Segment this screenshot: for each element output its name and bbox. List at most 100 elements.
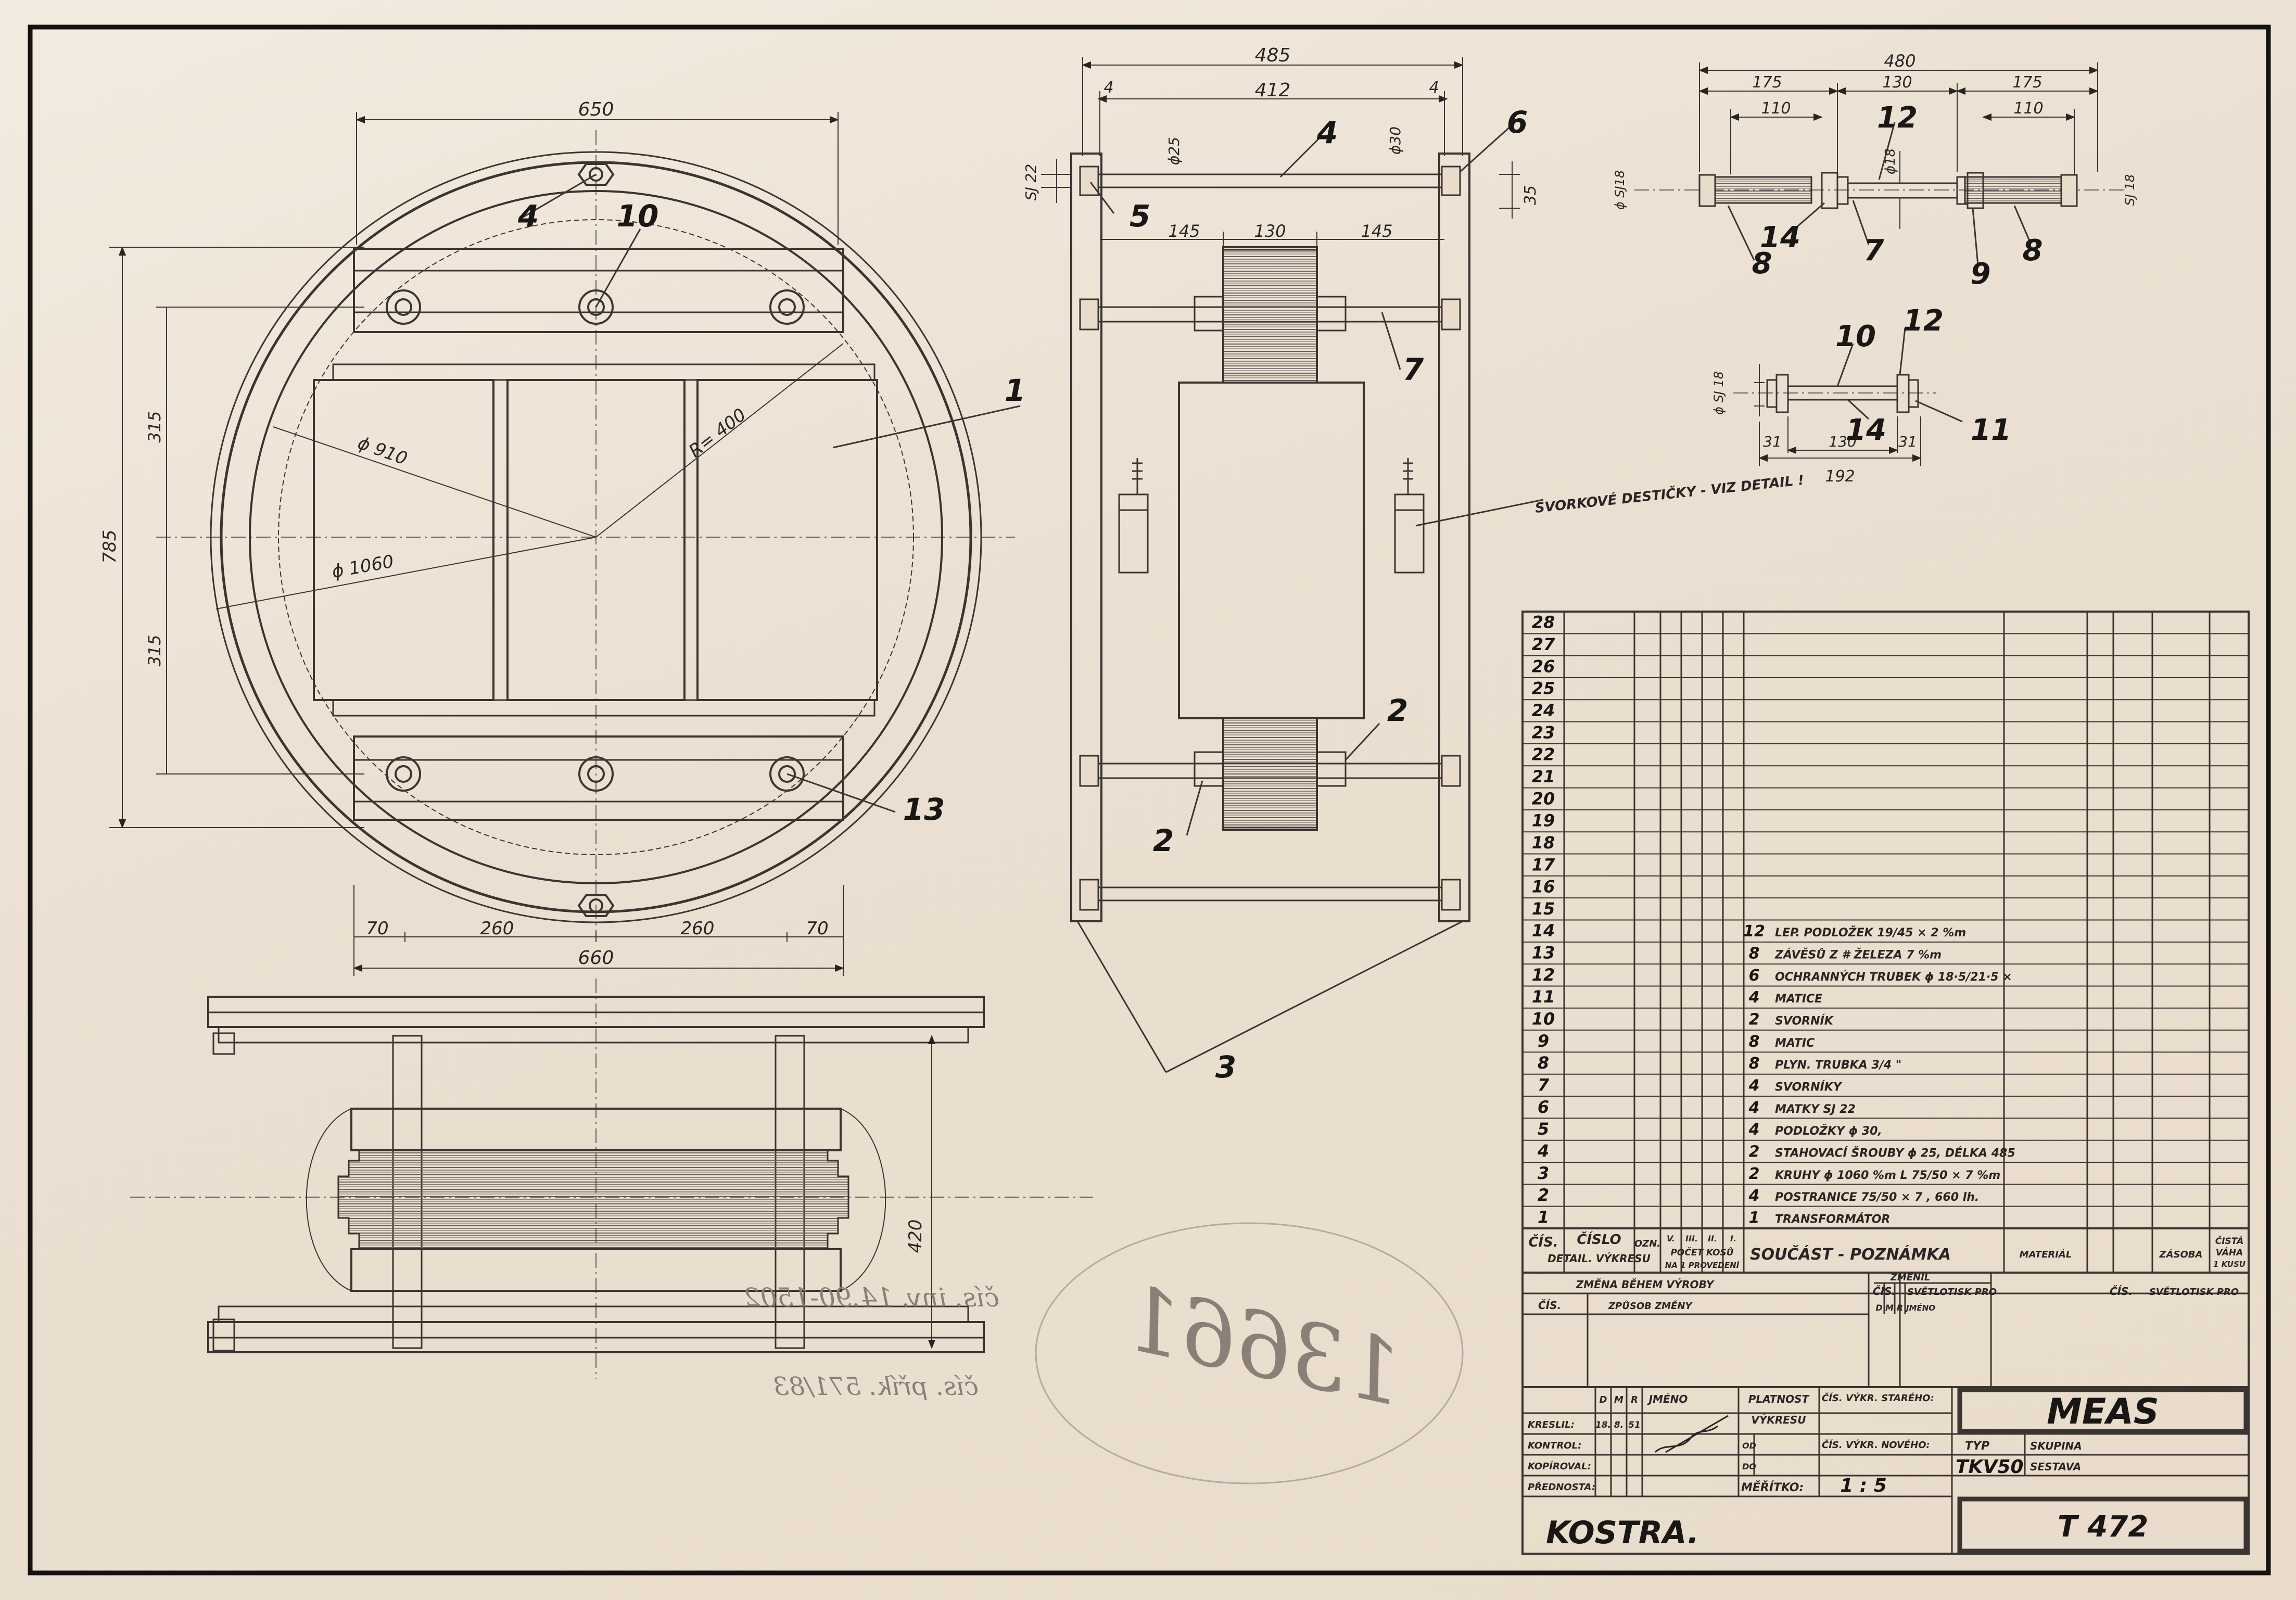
- bom-row-number: 17: [1532, 855, 1555, 874]
- dim-315-top: 315: [145, 411, 164, 442]
- hdr-zasoba: ZÁSOBA: [2159, 1249, 2203, 1260]
- bom-row-number: 25: [1532, 679, 1555, 699]
- hdr-v: V.: [1667, 1234, 1675, 1243]
- bom-row-text: POSTRANICE 75/50 × 7 , 660 lh.: [1775, 1191, 1979, 1204]
- bom-row-text: ZÁVĚSŮ Z # ŽELEZA 7 %m: [1774, 948, 1942, 962]
- dim-485: 485: [1255, 45, 1291, 66]
- border-frame: [28, 24, 2271, 1576]
- dim-110-left: 110: [1761, 99, 1791, 118]
- dim-650: 650: [578, 99, 614, 120]
- callout-1: 1: [1005, 373, 1025, 408]
- bom-row-number: 9: [1538, 1031, 1549, 1051]
- hdr-cis: ČÍS.: [1528, 1234, 1558, 1250]
- hdr-detail: DETAIL. VÝKRESU: [1547, 1252, 1651, 1265]
- tb-cis2: ČÍS.: [2110, 1285, 2133, 1298]
- bom-row-text: MATIC: [1775, 1037, 1815, 1050]
- dim-412: 412: [1255, 80, 1291, 101]
- tb-kreslil-m: 8.: [1614, 1420, 1623, 1430]
- bom-row-number: 11: [1532, 987, 1555, 1007]
- hdr-pocet: POČET KOSŮ: [1670, 1247, 1733, 1258]
- bom-row-qty: 4: [1748, 1187, 1760, 1205]
- tb-do: DO: [1742, 1462, 1756, 1471]
- tb-kreslil-d: 18.: [1595, 1420, 1611, 1430]
- bom-row-text: MATKY SJ 22: [1775, 1103, 1856, 1116]
- bom-row-lines: [1523, 633, 2249, 1229]
- bom-row-qty: 4: [1748, 1121, 1760, 1139]
- tb-prednosta: PŘEDNOSTA:: [1528, 1481, 1595, 1493]
- detail-a-rod: [1634, 62, 2124, 266]
- dim-420: 420: [905, 1220, 926, 1253]
- tb-r-1: R: [1897, 1303, 1903, 1313]
- callout-6: 6: [1507, 105, 1528, 140]
- dim-70-right: 70: [806, 918, 828, 939]
- bom-row-number: 6: [1538, 1097, 1549, 1117]
- dim-31-right: 31: [1898, 433, 1917, 450]
- tb-sestava: SESTAVA: [2030, 1461, 2081, 1473]
- callout-14-a: 14: [1760, 221, 1800, 255]
- callout-4-top: 4: [517, 198, 539, 234]
- dim-260-left: 260: [480, 918, 514, 939]
- hdr-soucast: SOUČÁST - POZNÁMKA: [1750, 1245, 1951, 1264]
- callout-10-top: 10: [617, 198, 659, 234]
- tb-vykresu: VÝKRESU: [1751, 1414, 1806, 1426]
- hdr-iii: III.: [1685, 1234, 1698, 1243]
- bom-row-number: 10: [1532, 1009, 1555, 1029]
- bom-row-qty: 4: [1748, 1076, 1760, 1095]
- bom-row-qty: 4: [1748, 988, 1760, 1007]
- tb-jmeno-1: JMÉNO: [1905, 1303, 1935, 1313]
- dim-192: 192: [1825, 467, 1855, 486]
- tb-drawing-no: T 472: [2058, 1510, 2149, 1544]
- bom-row-number: 2: [1538, 1185, 1549, 1205]
- hdr-cista: ČISTÁ: [2215, 1235, 2243, 1247]
- dim-4-left: 4: [1103, 79, 1113, 97]
- hdr-ozn: OZN.: [1634, 1238, 1660, 1249]
- bom-row-number: 20: [1532, 789, 1555, 808]
- bom-row-text: PODLOŽKY ϕ 30,: [1775, 1124, 1882, 1138]
- bom-row-number: 4: [1537, 1141, 1549, 1161]
- tb-title: KOSTRA.: [1546, 1515, 1699, 1551]
- stamp-number: 13661: [1115, 1267, 1412, 1426]
- top-view: [109, 112, 1021, 976]
- bom-row-text: SVORNÍKY: [1775, 1080, 1843, 1094]
- dim-260-right: 260: [681, 918, 715, 939]
- dim-d25: ϕ25: [1165, 137, 1183, 165]
- dim-785: 785: [99, 530, 120, 564]
- dim-130: 130: [1254, 221, 1286, 241]
- dim-175-right: 175: [2012, 73, 2042, 92]
- title-block-text: ZMĚNA BĚHEM VÝROBY ZMĚNIL ČÍS. SVĚTLOTIS…: [1528, 1272, 2239, 1551]
- dim-145-left: 145: [1168, 221, 1200, 241]
- bom-row-number: 5: [1538, 1119, 1549, 1139]
- dim-sj22: SJ 22: [1022, 164, 1039, 201]
- tb-r-2: R: [1631, 1394, 1638, 1405]
- side-view: [1041, 57, 1544, 1073]
- tb-jmeno-2: JMÉNO: [1647, 1393, 1688, 1405]
- signature: [1654, 1415, 1729, 1453]
- callout-10-b: 10: [1835, 320, 1876, 353]
- dim-4-right: 4: [1429, 79, 1439, 97]
- bom-row-text: STAHOVACÍ ŠROUBY ϕ 25, DÉLKA 485: [1775, 1146, 2015, 1160]
- dim-70-left: 70: [366, 918, 388, 939]
- bom-row-number: 15: [1532, 899, 1555, 919]
- bom-row-text: LEP. PODLOŽEK 19/45 × 2 %m: [1775, 926, 1966, 939]
- tb-kontrol: KONTROL:: [1528, 1440, 1581, 1451]
- bom-row-qty: 2: [1749, 1165, 1760, 1183]
- dim-130-b: 130: [1829, 433, 1856, 450]
- bom-row-number: 8: [1538, 1053, 1549, 1073]
- callout-8-left: 8: [1752, 247, 1772, 281]
- tb-meritko: 1 : 5: [1840, 1475, 1887, 1496]
- bom-row-number: 26: [1532, 656, 1555, 676]
- bom-header: ČÍS. ČÍSLO DETAIL. VÝKRESU OZN. V. III. …: [1528, 1231, 2246, 1270]
- bom-row-text: PLYN. TRUBKA 3/4 ": [1775, 1059, 1901, 1072]
- dim-480: 480: [1884, 51, 1916, 71]
- bom-row-text: OCHRANNÝCH TRUBEK ϕ 18·5/21·5 ×: [1775, 970, 2012, 984]
- hdr-na: NA 1 PROVEDENÍ: [1665, 1260, 1740, 1270]
- dim-r400: R= 400: [685, 404, 750, 462]
- bom-row-number: 21: [1532, 767, 1555, 786]
- tb-zmena: ZMĚNA BĚHEM VÝROBY: [1576, 1278, 1715, 1291]
- tb-meritko-label: MĚŘÍTKO:: [1741, 1481, 1804, 1494]
- bom-row-number: 24: [1532, 701, 1555, 720]
- bom-row-text: SVORNÍK: [1775, 1014, 1834, 1028]
- title-block-grid: [1521, 1272, 2250, 1555]
- tb-skupina: SKUPINA: [2030, 1440, 2082, 1452]
- bom-row-number: 14: [1532, 921, 1555, 941]
